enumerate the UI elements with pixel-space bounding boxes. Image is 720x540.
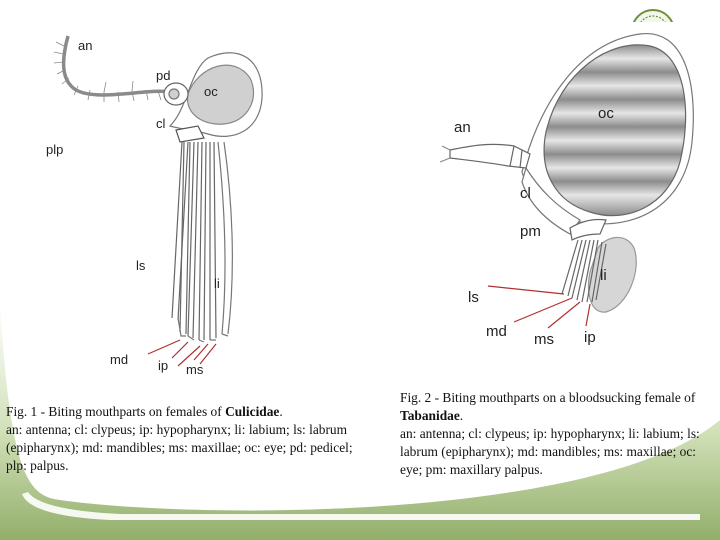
fig1-label-cl: cl [156,116,166,131]
fig2-label-oc: oc [598,105,614,122]
fig1-caption-suffix: . [279,404,283,419]
fig1-label-li: li [214,276,220,291]
fig2-label-pm: pm [520,223,541,240]
fig2-label-an: an [454,119,471,136]
fig2-label-li: li [600,267,607,284]
fig2-caption-legend: an: antenna; cl: clypeus; ip: hypopharyn… [400,426,700,477]
fig1-label-oc: oc [204,84,218,99]
fig1-labrum [179,141,191,335]
fig2-label-ms: ms [534,331,554,348]
fig2-mandibles [571,239,591,301]
figure-1-caption: Fig. 1 - Biting mouthparts on females of… [6,403,376,475]
fig2-label-ls: ls [468,289,479,306]
fig1-caption-taxon: Culicidae [225,404,280,419]
fig1-label-ls: ls [136,258,146,273]
fig1-label-plp: plp [46,142,63,157]
fig1-label-md: md [110,352,128,367]
fig1-caption-prefix: Fig. 1 - Biting mouthparts on females of [6,404,226,419]
fig1-caption-legend: an: antenna; cl: clypeus; ip: hypopharyn… [6,422,353,473]
fig1-maxillae [209,141,217,340]
fig2-label-ip: ip [584,329,596,346]
fig2-labrum [561,239,583,297]
fig1-label-ms: ms [186,362,204,377]
fig2-labium [587,236,637,313]
fig1-hypopharynx [198,141,207,341]
fig2-maxillary-palpus [569,218,607,241]
fig2-label-md: md [486,323,507,340]
fig1-mandibles [187,141,199,339]
fig2-antenna [449,143,531,169]
fig2-eye [543,44,687,217]
fig1-label-an: an [78,38,92,53]
fig1-label-ip: ip [158,358,168,373]
fig2-label-cl: cl [520,185,531,202]
figure-1-culicidae-diagram: an pd oc cl plp ls li md ip ms [38,18,270,380]
fig2-clypeus [521,166,581,235]
fig1-label-pd: pd [156,68,170,83]
fig2-drawing: oc an cl pm li ls md ms ip [439,33,694,348]
fig1-palpus [171,141,189,321]
fig2-caption-taxon: Tabanidae [400,408,460,423]
fig1-clypeus [175,125,205,143]
fig1-labium [217,141,233,335]
figure-2-tabanidae-diagram: oc an cl pm li ls md ms ip [430,22,698,356]
fig2-caption-prefix: Fig. 2 - Biting mouthparts on a bloodsuc… [400,390,696,405]
figure-2-caption: Fig. 2 - Biting mouthparts on a bloodsuc… [400,389,700,479]
fig2-maxillae [581,239,599,303]
fig2-caption-suffix: . [459,408,464,423]
fig2-hypopharynx [591,241,607,303]
fig1-eye [186,64,255,125]
fig1-drawing: an pd oc cl plp ls li md ip ms [46,35,263,377]
